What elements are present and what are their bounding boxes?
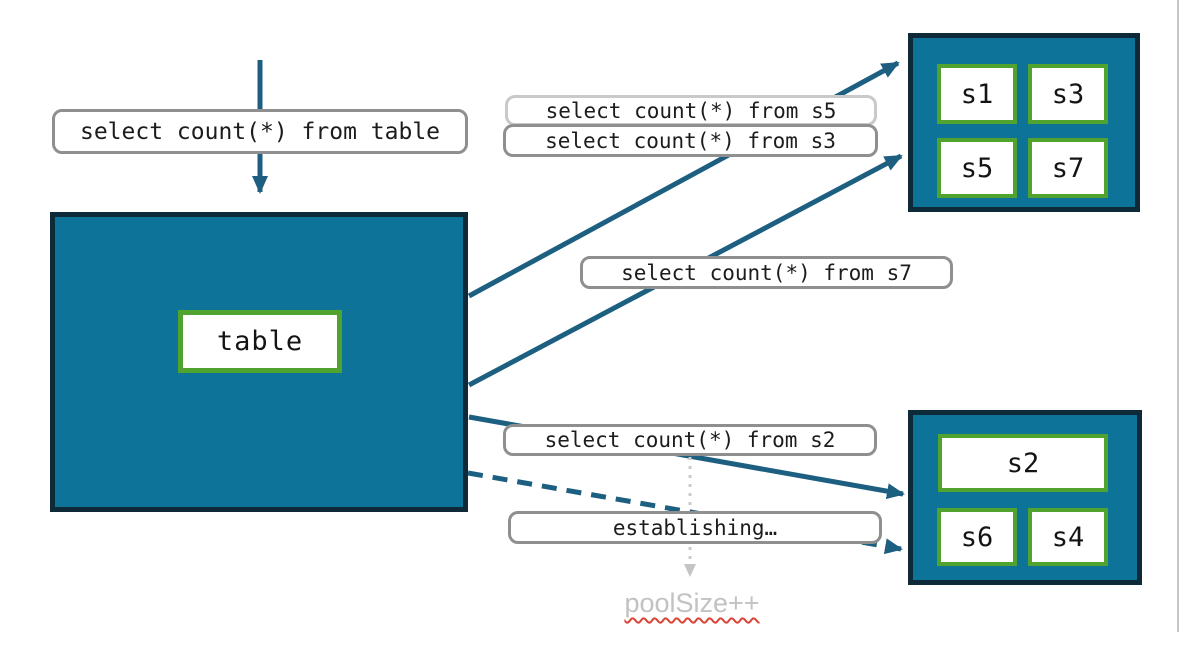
query-pill-s3-text: select count(*) from s3 xyxy=(545,128,836,153)
query-pill-s5-text: select count(*) from s5 xyxy=(545,98,837,123)
shard-s5: s5 xyxy=(937,138,1017,198)
table-label-text: table xyxy=(216,326,304,357)
pool-size-annotation: poolSize++ xyxy=(624,588,760,618)
shard-s1-label: s1 xyxy=(960,78,994,110)
shard-s6-label: s6 xyxy=(960,521,994,553)
shard-s4: s4 xyxy=(1028,508,1108,566)
slide-edge-line xyxy=(1177,0,1179,632)
shard-s2-label: s2 xyxy=(1006,447,1040,479)
shard-s3: s3 xyxy=(1028,64,1108,124)
shard-s3-label: s3 xyxy=(1051,78,1085,110)
query-pill-s7-text: select count(*) from s7 xyxy=(621,260,912,285)
shard-s7-label: s7 xyxy=(1051,152,1085,184)
shard-s2: s2 xyxy=(938,434,1108,492)
query-pill-s2-text: select count(*) from s2 xyxy=(544,428,836,452)
query-pill-s3: select count(*) from s3 xyxy=(503,124,878,157)
shard-s1: s1 xyxy=(937,64,1017,124)
query-pill-table: select count(*) from table xyxy=(52,109,468,154)
query-pill-table-text: select count(*) from table xyxy=(79,118,441,145)
shard-s5-label: s5 xyxy=(960,152,994,184)
table-label-box: table xyxy=(178,310,342,373)
shard-s4-label: s4 xyxy=(1051,521,1085,553)
query-pill-s2: select count(*) from s2 xyxy=(503,424,877,456)
query-pill-s5: select count(*) from s5 xyxy=(505,95,877,126)
shard-s7: s7 xyxy=(1028,138,1108,198)
shard-s6: s6 xyxy=(937,508,1017,566)
query-pill-s7: select count(*) from s7 xyxy=(580,256,953,289)
establishing-pill: establishing… xyxy=(508,511,882,544)
establishing-pill-text: establishing… xyxy=(612,515,778,540)
